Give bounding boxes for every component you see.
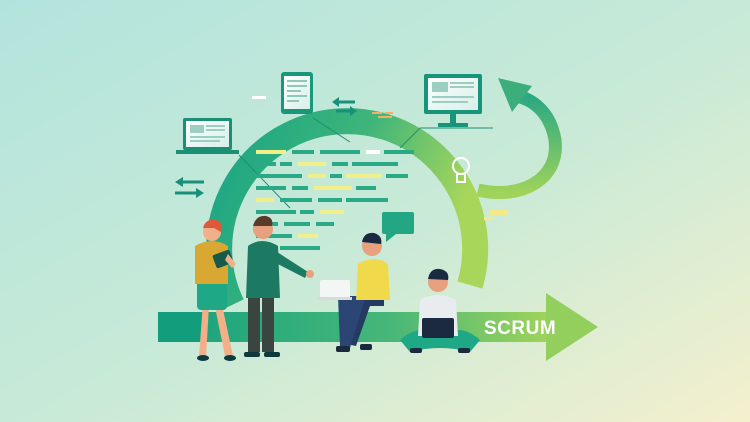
person-man-standing [244, 215, 314, 357]
person-man-laptop [318, 232, 390, 352]
chat-bubble-icon [382, 212, 414, 242]
person-man-crosslegged [400, 268, 480, 353]
swap-arrows-icon [175, 177, 204, 198]
cycle-arrow-icon [476, 78, 562, 200]
tablet-icon [252, 72, 351, 143]
scrum-label: SCRUM [484, 318, 556, 339]
decor-dashes [372, 112, 508, 220]
swap-arrows-icon [332, 97, 357, 116]
person-woman-tablet [195, 219, 236, 361]
laptop-icon [176, 118, 291, 209]
lightbulb-icon [452, 157, 470, 183]
monitor-icon [399, 74, 493, 149]
